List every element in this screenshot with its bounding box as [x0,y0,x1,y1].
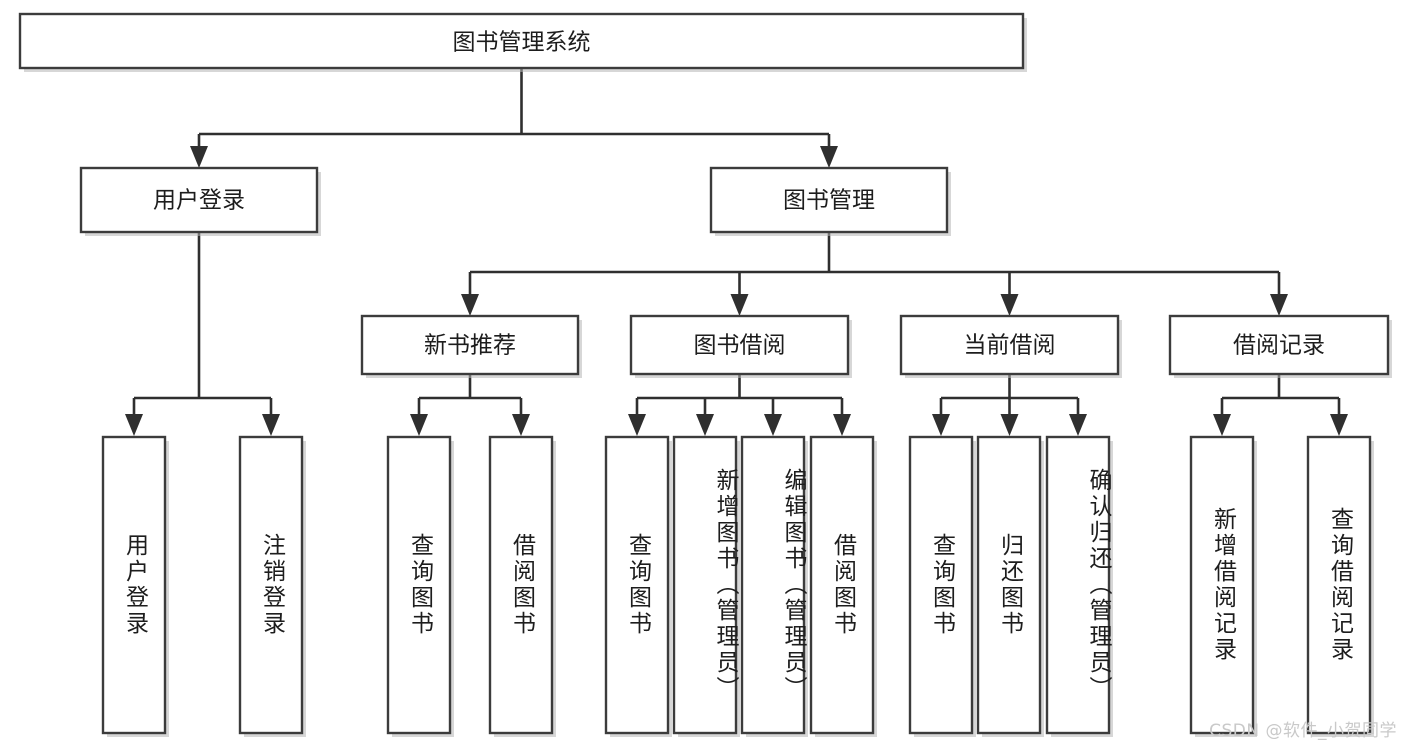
node-user-login[interactable]: 用户登录 [79,166,321,236]
leaf-box[interactable] [672,435,740,737]
leaf-box[interactable] [488,435,556,737]
connectors-current-borrow-to-leaves [932,374,1087,436]
node-book-borrow-label: 图书借阅 [694,333,786,359]
node-borrow-records[interactable]: 借阅记录 [1168,314,1392,378]
leaf-box[interactable] [1189,435,1257,737]
leaf-box[interactable] [740,435,808,737]
leaf-box[interactable] [809,435,877,737]
leaf-box[interactable] [386,435,454,737]
connectors-book-management-to-level3 [468,232,1281,294]
connectors-root-to-level2 [197,68,831,146]
leaf-box[interactable] [1045,435,1113,737]
leaf-box[interactable] [976,435,1044,737]
leaf-box[interactable] [101,435,169,737]
node-new-book-recommend-label: 新书推荐 [424,333,516,359]
leaf-boxes [101,435,1374,737]
leaf-box[interactable] [908,435,976,737]
connectors-new-book-recommend-to-leaves [410,374,530,436]
node-root-book-management-system[interactable]: 图书管理系统 [18,12,1027,72]
connectors-borrow-records-to-leaves [1213,374,1348,436]
leaf-box[interactable] [604,435,672,737]
node-user-login-label: 用户登录 [153,188,245,214]
node-root-label: 图书管理系统 [453,30,591,56]
watermark-text: CSDN @软件_小贺同学 [1209,721,1397,741]
arrows-to-level3 [461,294,1288,316]
node-book-management[interactable]: 图书管理 [709,166,951,236]
node-new-book-recommend[interactable]: 新书推荐 [360,314,582,378]
leaf-box[interactable] [238,435,306,737]
arrow-to-user-login [190,146,208,168]
leaf-box[interactable] [1306,435,1374,737]
node-book-management-label: 图书管理 [783,188,875,214]
connectors-user-login-to-leaves [125,232,280,436]
node-current-borrow[interactable]: 当前借阅 [899,314,1122,378]
node-borrow-records-label: 借阅记录 [1233,333,1325,359]
node-book-borrow[interactable]: 图书借阅 [629,314,852,378]
node-current-borrow-label: 当前借阅 [964,333,1056,359]
arrow-to-book-management [820,146,838,168]
connectors-book-borrow-to-leaves [628,374,851,436]
